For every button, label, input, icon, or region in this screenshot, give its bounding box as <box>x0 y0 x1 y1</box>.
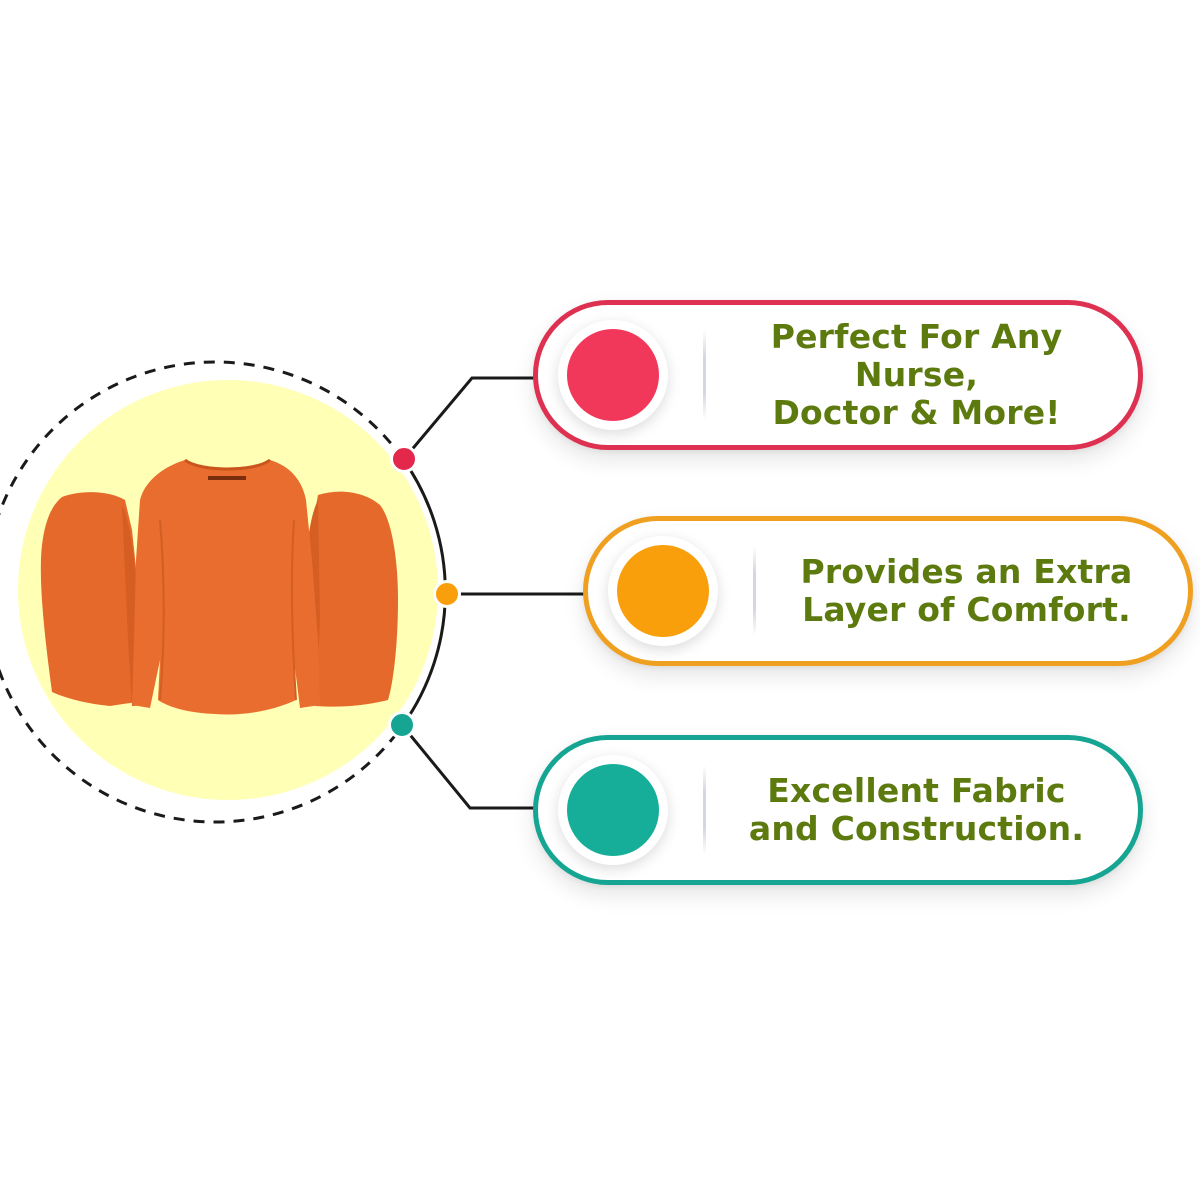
shirt-label <box>208 476 246 480</box>
feature-pill-2: Provides an Extra Layer of Comfort. <box>583 516 1193 666</box>
feature-1-line-2: Doctor & More! <box>772 393 1061 432</box>
connector-bottom <box>400 724 536 810</box>
pill-divider <box>703 765 706 855</box>
feature-badge-2 <box>608 536 718 646</box>
connector-node-teal <box>388 711 416 739</box>
feature-pill-3: Excellent Fabric and Construction. <box>533 735 1143 885</box>
feature-dot-red <box>567 329 659 421</box>
pill-divider <box>753 546 756 636</box>
feature-dot-teal <box>567 764 659 856</box>
feature-3-line-1: Excellent Fabric <box>767 771 1066 810</box>
feature-3-line-2: and Construction. <box>748 809 1085 848</box>
shirt-front-view <box>132 460 320 715</box>
feature-badge-3 <box>558 755 668 865</box>
feature-text-1: Perfect For Any Nurse, Doctor & More! <box>713 305 1120 445</box>
dashed-ring <box>0 360 405 824</box>
feature-1-line-1: Perfect For Any Nurse, <box>770 317 1063 394</box>
feature-text-2: Provides an Extra Layer of Comfort. <box>763 521 1170 661</box>
feature-text-3: Excellent Fabric and Construction. <box>713 740 1120 880</box>
shirt-collar <box>184 458 271 471</box>
connector-node-red <box>390 445 418 473</box>
shirt-right-view <box>305 491 398 707</box>
connector-top <box>402 376 536 460</box>
shirt-fold-right <box>290 519 297 701</box>
feature-2-line-1: Provides an Extra <box>800 552 1133 591</box>
feature-badge-1 <box>558 320 668 430</box>
feature-dot-orange <box>617 545 709 637</box>
feature-pill-1: Perfect For Any Nurse, Doctor & More! <box>533 300 1143 450</box>
connector-node-orange <box>433 580 461 608</box>
feature-2-line-2: Layer of Comfort. <box>802 590 1131 629</box>
shirt-fold-left <box>159 519 165 701</box>
pill-divider <box>703 330 706 420</box>
shirt-left-view <box>40 492 150 706</box>
